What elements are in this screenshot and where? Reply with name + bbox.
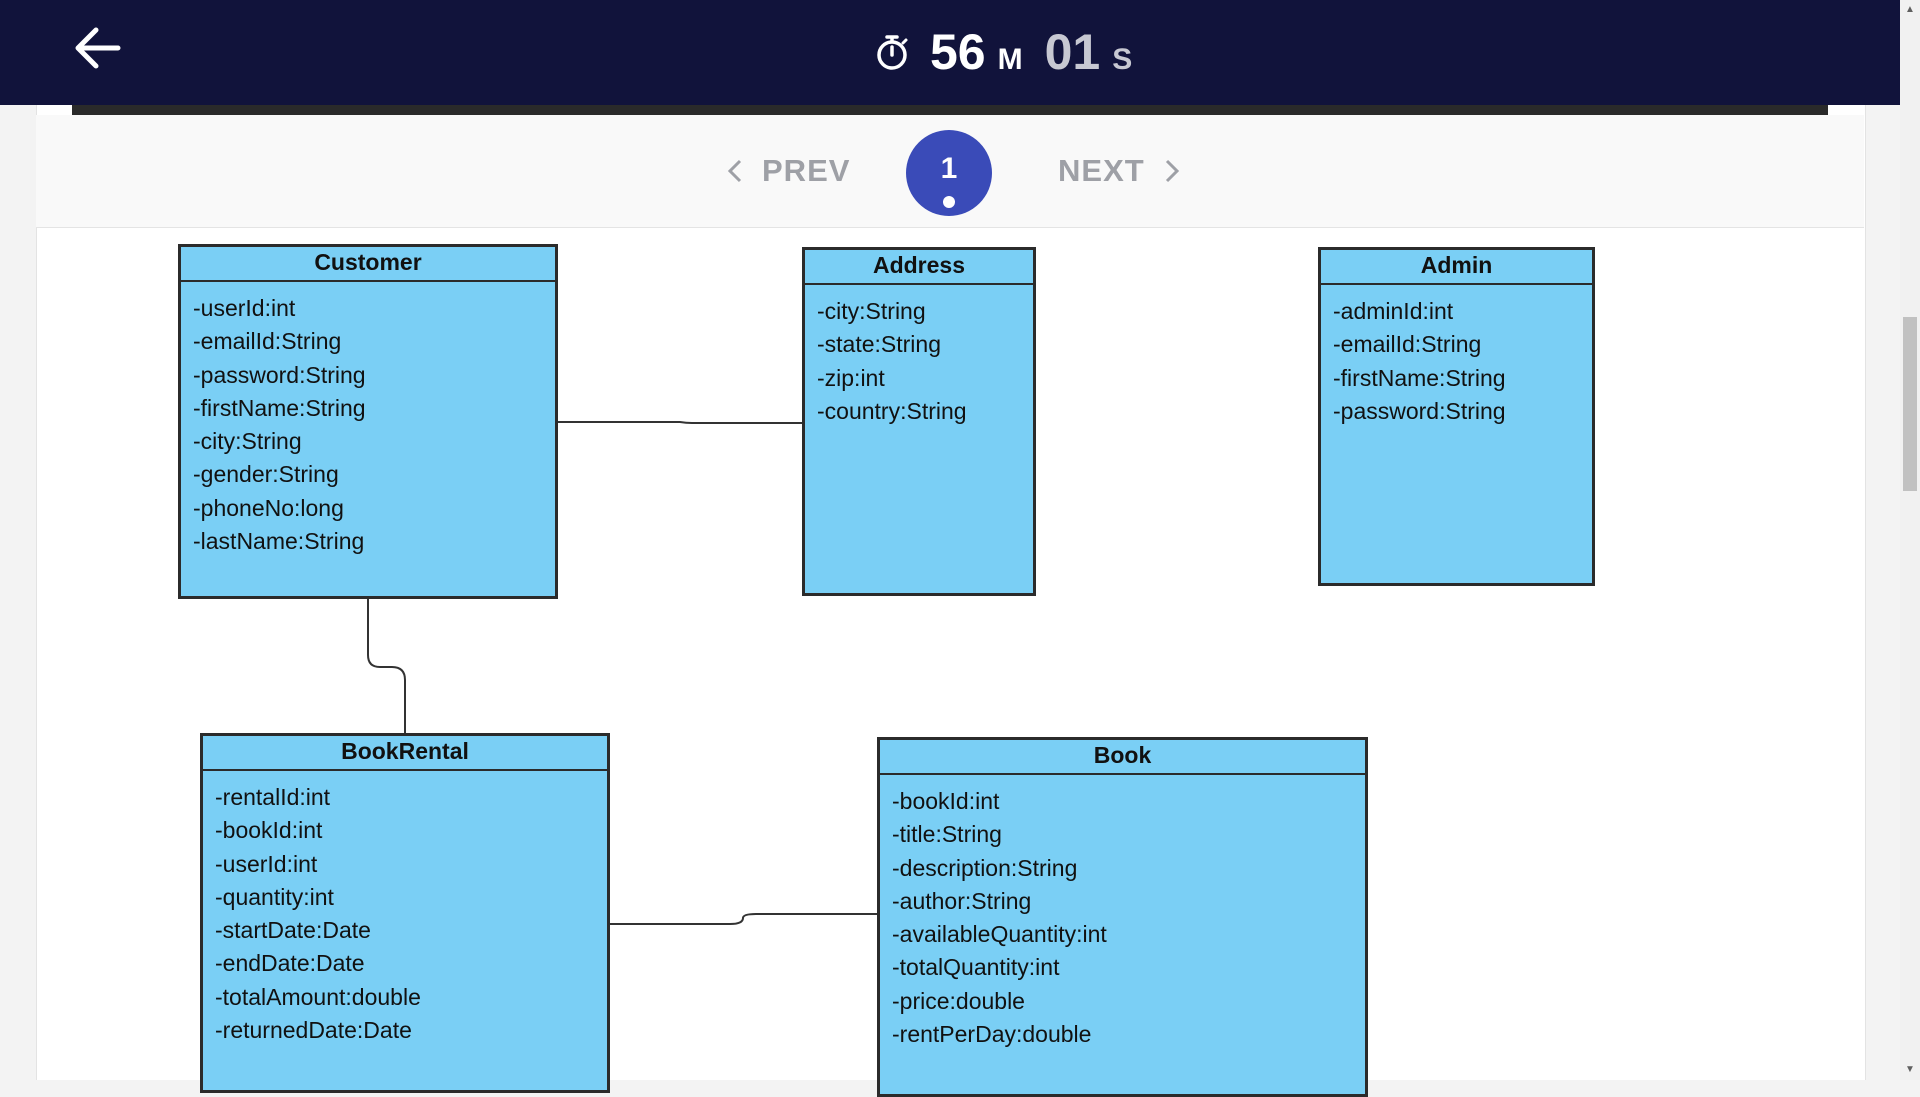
class-attribute: -city:String xyxy=(817,298,926,324)
page-number-button[interactable]: 1 xyxy=(906,130,992,216)
class-attribute: -userId:int xyxy=(215,850,318,877)
class-box-bookrental: BookRental -rentalId:int -bookId:int -us… xyxy=(200,733,610,1093)
class-attribute: -totalAmount:double xyxy=(215,983,421,1010)
class-attribute: -firstName:String xyxy=(1333,364,1506,391)
arrow-left-icon xyxy=(75,27,121,69)
scrollbar-thumb[interactable] xyxy=(1903,317,1917,491)
class-attribute: -emailId:String xyxy=(193,328,342,355)
class-attribute: -userId:int xyxy=(193,295,296,321)
class-attribute: -country:String xyxy=(817,397,967,424)
class-attribute: -lastName:String xyxy=(193,528,365,555)
class-attribute: -description:String xyxy=(892,854,1078,881)
chevron-left-icon xyxy=(727,159,742,183)
class-attribute: -gender:String xyxy=(193,461,339,488)
next-label: NEXT xyxy=(1058,153,1145,188)
class-box-customer: Customer -userId:int -emailId:String -pa… xyxy=(178,244,558,599)
stopwatch-icon xyxy=(877,35,908,70)
class-attribute: -totalQuantity:int xyxy=(892,954,1060,981)
class-attribute: -returnedDate:Date xyxy=(215,1017,412,1044)
class-attribute: -zip:int xyxy=(817,364,885,391)
class-box-admin: Admin -adminId:int -emailId:String -firs… xyxy=(1318,247,1595,586)
class-attribute: -rentPerDay:double xyxy=(892,1021,1092,1048)
class-attribute: -state:String xyxy=(817,331,941,358)
prev-label: PREV xyxy=(762,153,851,188)
class-attribute: -availableQuantity:int xyxy=(892,921,1107,948)
timer-minutes: 56 xyxy=(930,24,986,80)
top-bar: 56 M 01 S xyxy=(0,0,1900,105)
scroll-down-arrow-icon[interactable]: ▼ xyxy=(1905,1064,1915,1075)
class-attribute: -startDate:Date xyxy=(215,917,371,944)
class-attribute: -endDate:Date xyxy=(215,950,365,977)
class-name: Admin xyxy=(1321,250,1592,285)
class-name: Customer xyxy=(181,247,555,282)
next-button[interactable]: NEXT xyxy=(1058,151,1181,191)
class-attribute: -firstName:String xyxy=(193,394,366,421)
class-name: Address xyxy=(805,250,1033,285)
countdown-timer: 56 M 01 S xyxy=(872,22,1132,82)
vertical-scrollbar[interactable]: ▲ ▼ xyxy=(1900,0,1920,1080)
prev-button[interactable]: PREV xyxy=(726,151,850,191)
class-attribute: -title:String xyxy=(892,821,1002,848)
class-attribute: -password:String xyxy=(193,361,366,388)
class-attribute: -bookId:int xyxy=(215,817,323,844)
class-attribute: -bookId:int xyxy=(892,788,1000,814)
connector-bookrental-book xyxy=(608,913,879,925)
class-attribute: -phoneNo:long xyxy=(193,494,344,521)
class-attribute: -rentalId:int xyxy=(215,784,331,810)
class-attribute: -price:double xyxy=(892,987,1025,1014)
page-number: 1 xyxy=(940,152,958,185)
class-attribute: -quantity:int xyxy=(215,883,334,910)
class-attribute: -author:String xyxy=(892,887,1032,914)
back-button[interactable] xyxy=(66,22,126,74)
current-page-indicator xyxy=(943,196,955,208)
pagination: PREV 1 NEXT xyxy=(36,115,1864,228)
timer-seconds-unit: S xyxy=(1112,43,1133,76)
class-box-book: Book -bookId:int -title:String -descript… xyxy=(877,737,1368,1097)
timer-minutes-unit: M xyxy=(997,43,1023,76)
connector-customer-bookrental xyxy=(367,597,406,734)
class-attribute: -password:String xyxy=(1333,397,1506,424)
class-attribute: -city:String xyxy=(193,428,302,455)
class-attribute: -emailId:String xyxy=(1333,331,1482,358)
timer-seconds: 01 xyxy=(1044,24,1101,80)
class-attribute: -adminId:int xyxy=(1333,298,1454,324)
class-name: Book xyxy=(880,740,1365,775)
connector-customer-address xyxy=(556,421,805,424)
scroll-up-arrow-icon[interactable]: ▲ xyxy=(1905,4,1915,15)
class-box-address: Address -city:String -state:String -zip:… xyxy=(802,247,1036,596)
chevron-right-icon xyxy=(1165,159,1179,183)
progress-divider xyxy=(72,105,1828,115)
class-name: BookRental xyxy=(203,736,607,771)
